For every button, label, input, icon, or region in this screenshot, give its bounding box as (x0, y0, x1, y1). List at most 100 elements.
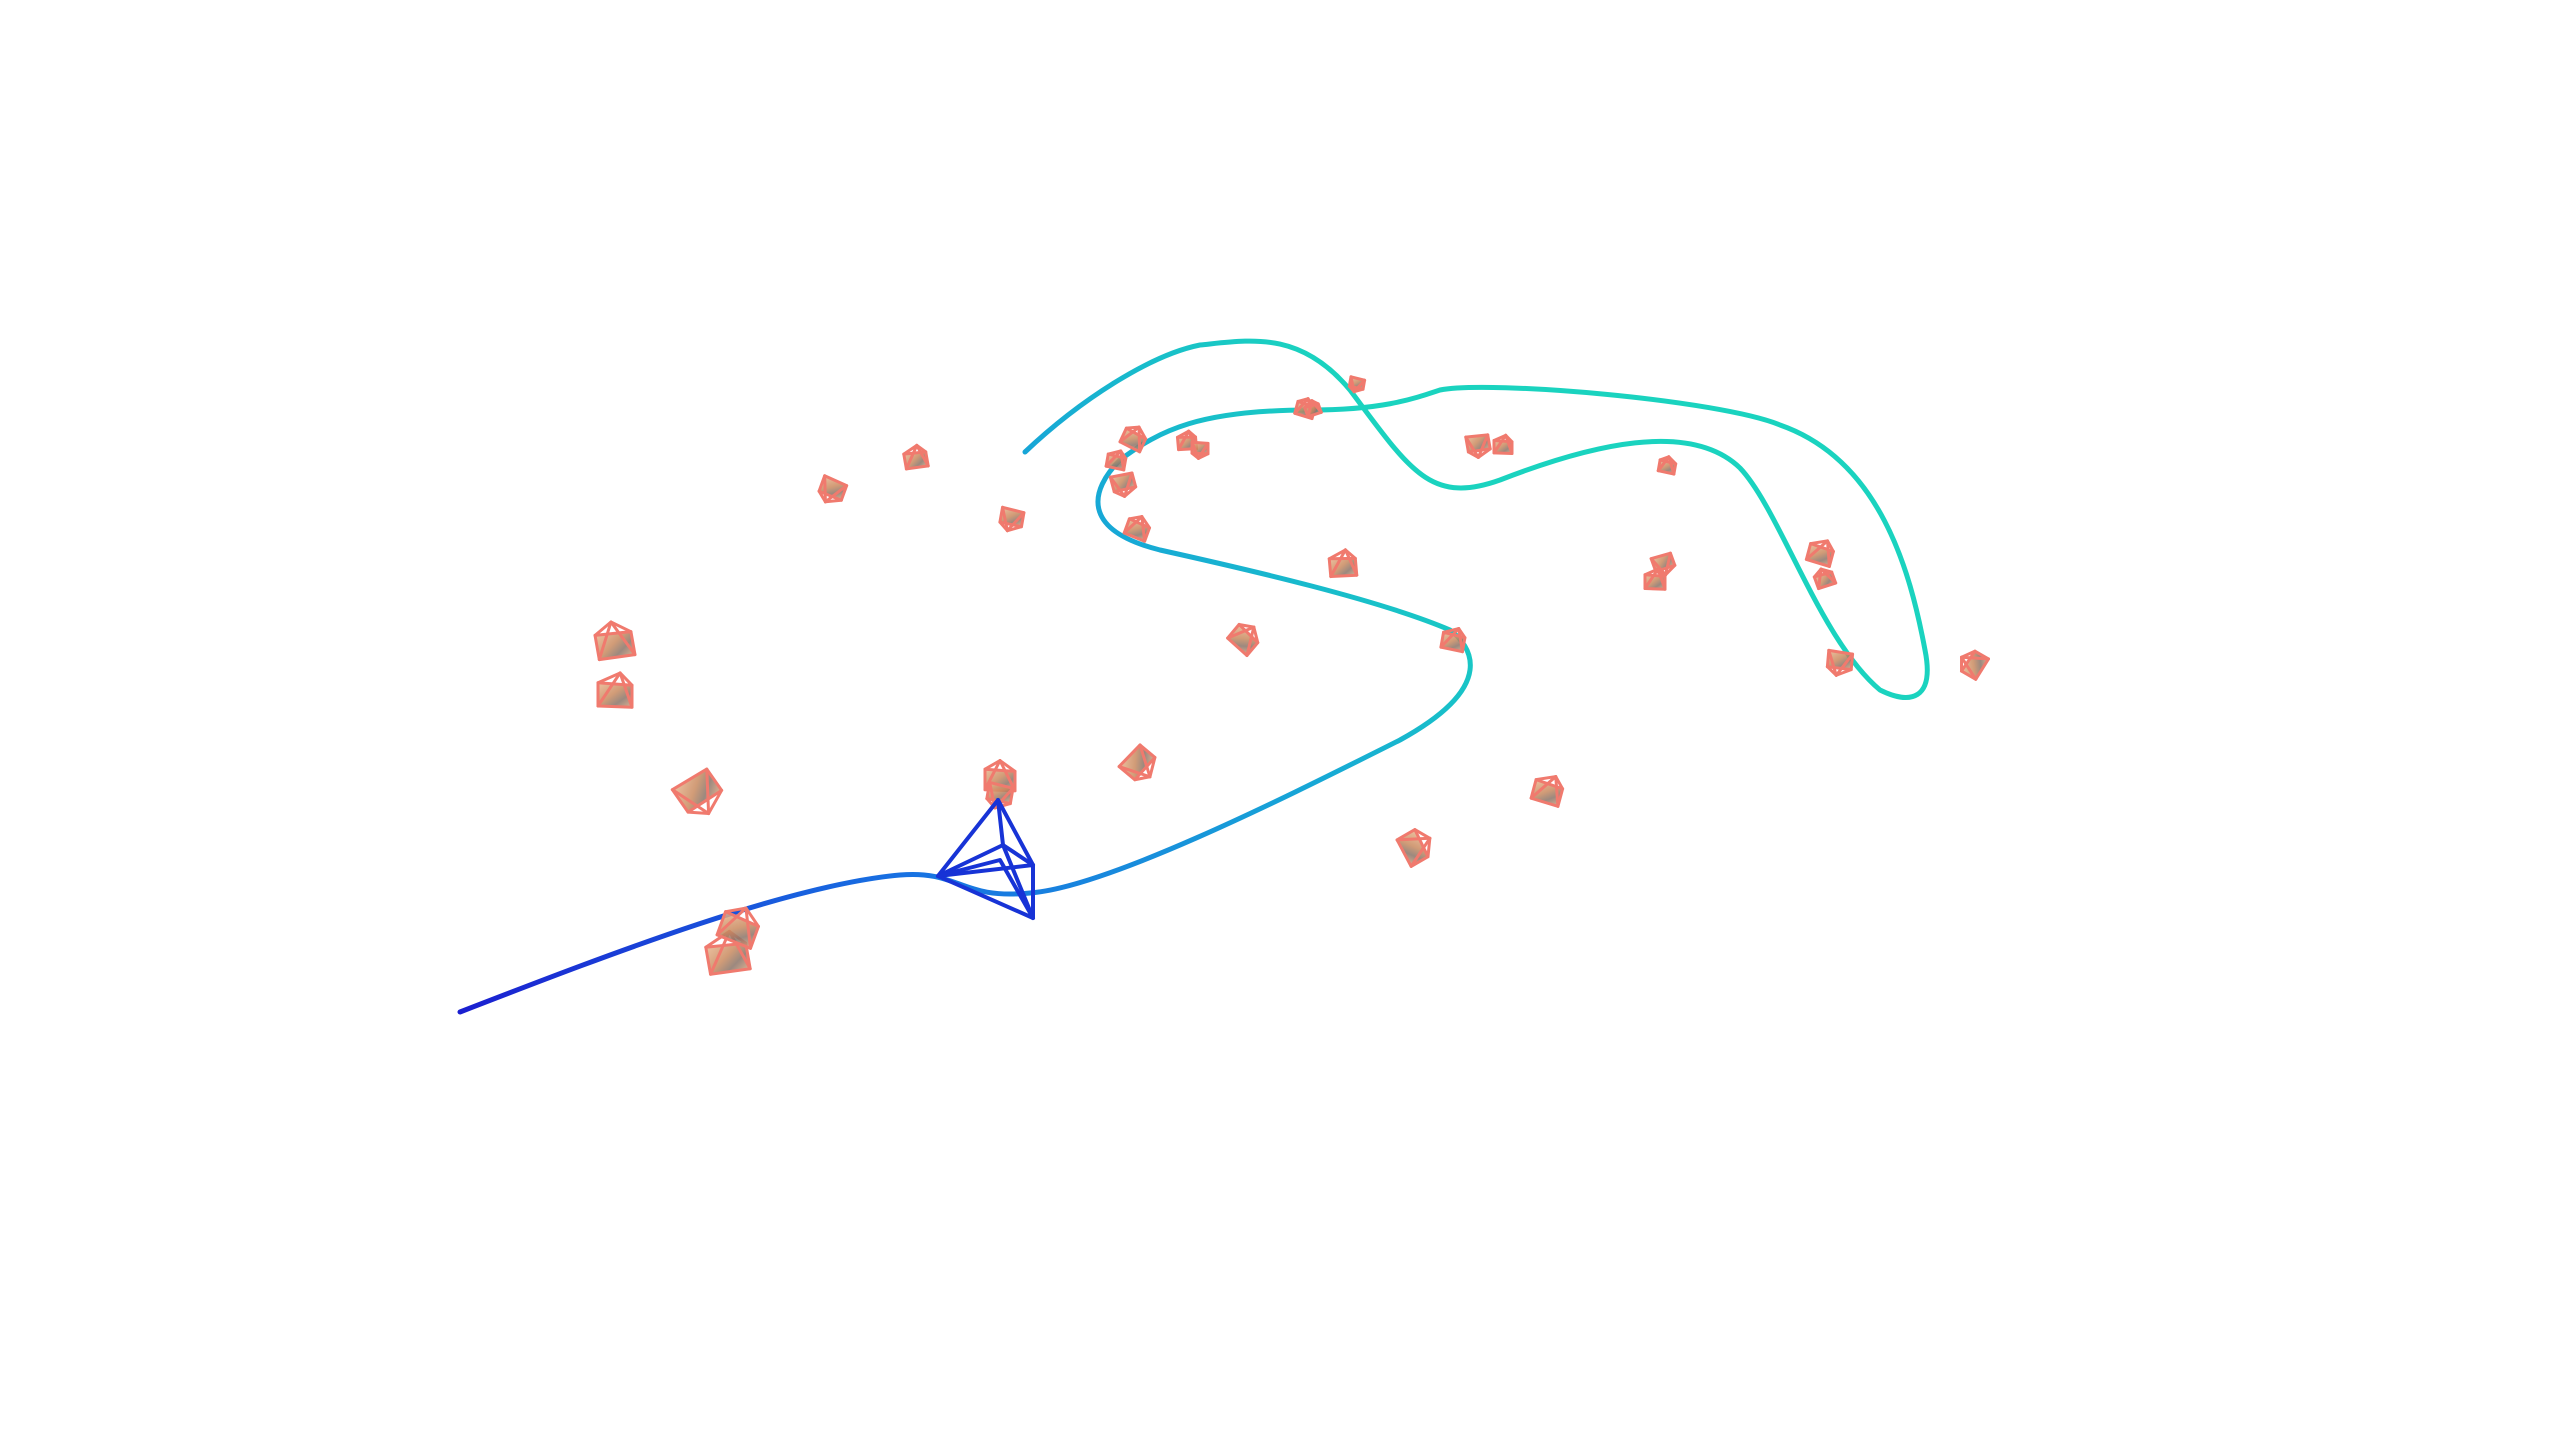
frustum-edge (1664, 551, 1672, 577)
camera-frustum[interactable] (1117, 743, 1161, 786)
camera-frustum[interactable] (596, 671, 634, 709)
camera-frustum[interactable] (1804, 537, 1835, 568)
frustum-edge (817, 489, 827, 504)
frustum-edge (609, 620, 637, 657)
camera-frustum[interactable] (1122, 513, 1152, 543)
frustum-edge (983, 759, 1002, 792)
frustum-edge (1413, 828, 1432, 840)
frustum-edge (1122, 515, 1144, 535)
frustum-edge (724, 906, 748, 914)
frustum-edge (823, 474, 827, 504)
frustum-edge (1409, 836, 1432, 868)
camera-frustum[interactable] (1226, 619, 1264, 658)
camera-frustum[interactable] (670, 767, 728, 823)
camera-frustum[interactable] (902, 443, 930, 471)
frustum-edge (998, 520, 1009, 533)
camera-frustum[interactable] (1492, 433, 1514, 455)
frustum-image-thumbnail (598, 682, 632, 708)
active-camera-frustum[interactable] (936, 798, 1035, 920)
camera-frustum[interactable] (1347, 375, 1367, 394)
frustum-edge (1492, 433, 1508, 455)
frustum-edge (1005, 525, 1023, 533)
camera-frustum[interactable] (1439, 626, 1467, 654)
frustum-edge (1466, 450, 1480, 459)
frustum-image-thumbnail (672, 769, 722, 813)
frustum-edge (618, 671, 634, 709)
camera-frustum[interactable] (1656, 455, 1678, 476)
camera-frustum[interactable] (1327, 548, 1359, 579)
frustum-edge (1108, 475, 1127, 498)
frustum-edge (1960, 655, 1990, 661)
frustum-edge (1960, 655, 1978, 681)
frustum-edge (1395, 836, 1432, 842)
camera-frustum[interactable] (998, 505, 1026, 533)
camera-frustum[interactable] (1529, 772, 1565, 808)
camera-frustum[interactable] (715, 902, 763, 950)
frustum-edge (1347, 384, 1356, 394)
frustum-edge (1352, 387, 1365, 394)
camera-frustum[interactable] (1825, 648, 1855, 677)
frustum-edge (1826, 539, 1831, 568)
frustum-edge (744, 906, 752, 950)
frustum-edge (609, 620, 633, 634)
frustum-edge (1123, 485, 1138, 498)
frustum-edge (705, 767, 711, 816)
frustum-edge (1643, 567, 1660, 590)
frustum-edge (1476, 447, 1492, 459)
camera-frustum[interactable] (1108, 471, 1138, 499)
frustum-edge (1293, 397, 1310, 415)
frustum-edge (1119, 449, 1126, 472)
camera-frustums (593, 375, 1990, 976)
frustum-edge (1343, 548, 1359, 577)
frustum-edge (1649, 557, 1668, 577)
camera-frustum[interactable] (1643, 567, 1667, 591)
frustum-edge (823, 484, 849, 504)
frustum-edge (1140, 515, 1147, 543)
camera-frustum[interactable] (593, 619, 637, 662)
frustum-edge (1827, 648, 1838, 677)
camera-frustum[interactable] (1464, 433, 1492, 459)
frustum-edge (1196, 452, 1210, 460)
frustum-edge (1138, 743, 1152, 779)
camera-frustum[interactable] (1118, 422, 1149, 454)
frustum-edge (1809, 539, 1830, 546)
frustum-edge (1245, 625, 1256, 658)
frustum-edge (998, 759, 1017, 793)
frustum-edge (1118, 425, 1141, 444)
frustum-edge (1190, 451, 1200, 460)
frustum-edge (707, 788, 724, 816)
frustum-edge (1177, 429, 1191, 452)
frustum-edge (1819, 567, 1838, 585)
frustum-edge (1464, 435, 1480, 459)
frustum-edge (1112, 490, 1127, 498)
frustum-edge (1226, 625, 1256, 640)
frustum-edge (670, 788, 711, 816)
frustum-edge (1310, 399, 1323, 414)
frustum-edge (1104, 449, 1123, 468)
frustum-edge (596, 671, 622, 708)
frustum-edge (915, 443, 930, 468)
camera-frustum[interactable] (1190, 440, 1210, 460)
frustum-edge (1834, 652, 1855, 677)
active-camera-edge-cross (936, 858, 1035, 920)
camera-frustum[interactable] (1303, 399, 1323, 419)
camera-frustum[interactable] (1812, 566, 1838, 591)
frustum-edge (715, 906, 748, 937)
frustum-edge (1656, 455, 1671, 473)
camera-frustum[interactable] (1104, 449, 1128, 472)
frustum-edge (1804, 539, 1830, 561)
frustum-edge (1529, 775, 1558, 800)
camera-frustum[interactable] (1395, 825, 1437, 868)
frustum-edge (1534, 775, 1558, 782)
camera-frustum[interactable] (1956, 647, 1990, 681)
frustum-edge (1306, 399, 1314, 419)
frustum-edge (1123, 471, 1134, 498)
frustum-edge (596, 671, 622, 685)
camera-trajectory-path (457, 338, 1930, 1015)
active-camera-edge-bottom (936, 863, 1035, 920)
frustum-edge (904, 443, 919, 471)
frustum-edge (1504, 433, 1514, 455)
frustum-edge (1817, 567, 1823, 591)
camera-frustum[interactable] (816, 474, 849, 507)
